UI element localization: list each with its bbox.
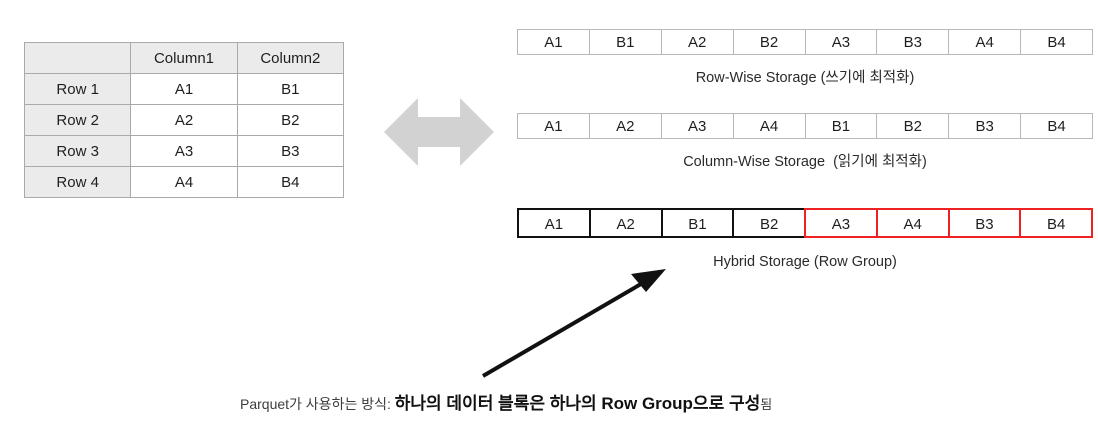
storage-cell: B3 xyxy=(948,113,1022,139)
arrow-up-right-icon xyxy=(481,269,666,378)
storage-cell: B1 xyxy=(804,113,878,139)
storage-cell-group-a: A2 xyxy=(588,208,663,238)
caption-lead-text: Parquet가 사용하는 방식: xyxy=(240,396,395,412)
table-cell-a1: A1 xyxy=(130,73,238,105)
table-cell-b3: B3 xyxy=(236,135,345,167)
table-cell-a4: A4 xyxy=(130,166,238,198)
storage-cell: B3 xyxy=(876,29,950,55)
storage-cell-group-b: B3 xyxy=(947,208,1022,238)
hybrid-storage-label: Hybrid Storage (Row Group) xyxy=(713,254,897,270)
table-row: Row 4 A4 B4 xyxy=(23,166,345,198)
table-row: Row 2 A2 B2 xyxy=(23,104,345,136)
storage-cell: B2 xyxy=(876,113,950,139)
hybrid-storage-strip: A1 A2 B1 B2 A3 A4 B3 B4 xyxy=(517,208,1093,238)
column-header-1: Column1 xyxy=(130,42,238,74)
caption-emphasis-text: 하나의 데이터 블록은 하나의 Row Group으로 구성 xyxy=(394,394,761,413)
left-right-arrow-icon xyxy=(384,98,494,166)
table-header-row: Column1 Column2 xyxy=(23,42,345,74)
storage-cell: A4 xyxy=(948,29,1022,55)
column-header-2: Column2 xyxy=(236,42,345,74)
storage-cell: A4 xyxy=(732,113,806,139)
row-wise-storage-strip: A1 B1 A2 B2 A3 B3 A4 B4 xyxy=(517,29,1093,55)
storage-cell: A3 xyxy=(660,113,734,139)
row-label-3: Row 3 xyxy=(23,135,132,167)
table-cell-a3: A3 xyxy=(130,135,238,167)
row-label-4: Row 4 xyxy=(23,166,132,198)
storage-cell-group-a: A1 xyxy=(517,208,591,238)
storage-cell: A2 xyxy=(588,113,662,139)
storage-cell-group-a: B2 xyxy=(732,208,806,238)
column-wise-storage-label: Column-Wise Storage (읽기에 최적화) xyxy=(683,154,927,170)
storage-cell: A2 xyxy=(660,29,734,55)
storage-cell-group-a: B1 xyxy=(660,208,735,238)
row-wise-storage-label: Row-Wise Storage (쓰기에 최적화) xyxy=(695,70,915,86)
table-cell-b4: B4 xyxy=(236,166,345,198)
storage-cell: A3 xyxy=(804,29,878,55)
table-row: Row 3 A3 B3 xyxy=(23,135,345,167)
logical-table: Column1 Column2 Row 1 A1 B1 Row 2 A2 B2 … xyxy=(23,42,345,198)
caption-tail-text: 됨 xyxy=(760,397,773,412)
storage-cell: B2 xyxy=(732,29,806,55)
storage-cell: B1 xyxy=(588,29,662,55)
storage-cell: A1 xyxy=(517,29,590,55)
storage-cell: B4 xyxy=(1020,113,1093,139)
row-label-2: Row 2 xyxy=(23,104,132,136)
bottom-caption: Parquet가 사용하는 방식: 하나의 데이터 블록은 하나의 Row Gr… xyxy=(240,389,772,414)
table-cell-a2: A2 xyxy=(130,104,238,136)
storage-cell: B4 xyxy=(1020,29,1093,55)
column-wise-storage-strip: A1 A2 A3 A4 B1 B2 B3 B4 xyxy=(517,113,1093,139)
row-label-1: Row 1 xyxy=(23,73,132,105)
storage-cell-group-b: A4 xyxy=(875,208,950,238)
storage-cell: A1 xyxy=(517,113,590,139)
table-row: Row 1 A1 B1 xyxy=(23,73,345,105)
storage-cell-group-b: B4 xyxy=(1019,208,1093,238)
table-cell-b1: B1 xyxy=(236,73,345,105)
storage-cell-group-b: A3 xyxy=(804,208,878,238)
table-cell-b2: B2 xyxy=(236,104,345,136)
table-corner-cell xyxy=(23,42,132,74)
